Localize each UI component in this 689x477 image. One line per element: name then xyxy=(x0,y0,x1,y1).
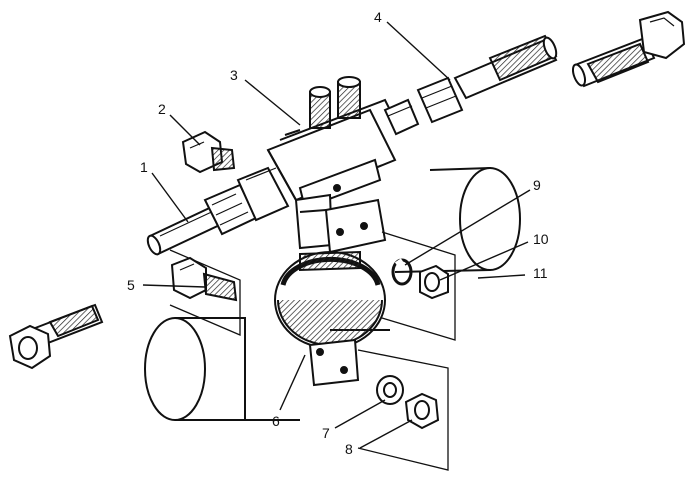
tube-fitting-left xyxy=(203,166,290,236)
leader-lines xyxy=(142,21,531,449)
bolt-far-left xyxy=(8,303,104,370)
leader-1 xyxy=(151,172,189,223)
leader-4 xyxy=(386,21,451,81)
leader-10 xyxy=(439,241,529,281)
long-bolt-right xyxy=(571,10,686,88)
callout-10: 10 xyxy=(533,231,549,247)
leader-6 xyxy=(279,354,306,411)
callout-1: 1 xyxy=(140,159,148,175)
leader-9 xyxy=(404,189,531,266)
pipe-11-cylinder xyxy=(394,166,521,273)
tube-1 xyxy=(146,202,228,256)
leader-5 xyxy=(142,284,206,288)
pipe-front-cylinder xyxy=(144,317,390,421)
leader-2 xyxy=(169,114,201,146)
callout-8: 8 xyxy=(345,441,353,457)
callout-4: 4 xyxy=(374,9,382,25)
callout-3: 3 xyxy=(230,67,238,83)
bolt-5 xyxy=(169,249,241,336)
plug-bolt-2 xyxy=(181,130,236,174)
callout-2: 2 xyxy=(158,101,166,117)
callout-7: 7 xyxy=(322,425,330,441)
threaded-rod-4 xyxy=(416,34,558,124)
leader-3 xyxy=(244,79,301,126)
callout-5: 5 xyxy=(127,277,135,293)
leader-7 xyxy=(334,399,386,429)
callout-6: 6 xyxy=(272,413,280,429)
tee-block-3 xyxy=(266,76,420,210)
leader-8 xyxy=(359,419,413,449)
washer-nut-7-8 xyxy=(357,349,449,471)
callout-9: 9 xyxy=(533,177,541,193)
callout-11: 11 xyxy=(533,265,548,281)
pipe-clamp-6 xyxy=(274,250,386,387)
clamp-bracket xyxy=(294,193,387,254)
washer-nut-9-10 xyxy=(381,231,456,341)
leader-11 xyxy=(477,274,526,279)
